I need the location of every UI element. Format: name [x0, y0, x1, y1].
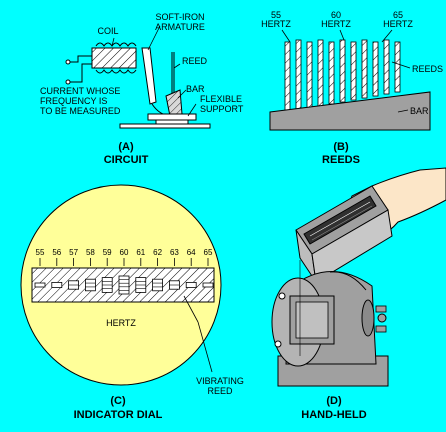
dial-hertz-label: HERTZ — [106, 318, 136, 328]
panel-a-circuit: COIL SOFT-IRON ARMATURE REED BAR FLEXIBL… — [40, 12, 244, 166]
hz65-unit: HERTZ — [383, 19, 413, 29]
scale-tick-label: 56 — [52, 248, 61, 257]
scale-tick-label: 59 — [103, 248, 112, 257]
reed-1 — [295, 39, 302, 111]
meter-face — [311, 209, 393, 283]
motor-shaft — [377, 313, 387, 323]
reed-2 — [306, 41, 313, 109]
current-label-3: TO BE MEASURED — [40, 106, 121, 116]
coil-drawing — [91, 42, 137, 74]
vibrating-label-2: REED — [207, 386, 233, 396]
reed-6 — [350, 41, 357, 101]
terminal-top — [65, 59, 71, 65]
current-label-1: CURRENT WHOSE — [40, 86, 120, 96]
motor-drawing — [271, 260, 389, 387]
scale-tick-label: 61 — [136, 248, 145, 257]
panel-d-letter: (D) — [326, 395, 342, 407]
hz55-number: 55 — [271, 10, 281, 20]
armature-label-1: SOFT-IRON — [156, 12, 205, 22]
terminal-bottom — [65, 79, 71, 85]
hz65-number: 65 — [393, 10, 403, 20]
reed-4 — [328, 41, 335, 105]
support-label-1: FLEXIBLE — [200, 94, 242, 104]
hz60-unit: HERTZ — [321, 19, 351, 29]
dial-reed-end — [85, 278, 96, 292]
bar-drawing — [165, 89, 183, 117]
reed-5 — [339, 39, 346, 103]
coil-wire-top — [70, 55, 92, 63]
soft-iron-armature — [141, 47, 157, 105]
meter-window — [303, 195, 377, 245]
scale-tick-label: 63 — [170, 248, 179, 257]
scale-tick-label: 55 — [36, 248, 45, 257]
scale-tick-label: 58 — [86, 248, 95, 257]
dial-reed-end — [118, 275, 130, 295]
panel-c-indicator-dial: 55 56 57 58 59 60 61 62 63 64 65 HERTZ VIBRATING R… — [20, 184, 244, 421]
dial-reed-end — [185, 281, 197, 288]
reeds-label: REEDS — [412, 64, 443, 74]
dial-reed-end — [34, 282, 46, 288]
panel-b-letter: (B) — [333, 141, 349, 153]
panel-d-title: HAND-HELD — [301, 409, 366, 421]
panel-a-title: CIRCUIT — [104, 154, 149, 166]
dial-reed-ends — [34, 275, 214, 295]
panel-c-title: INDICATOR DIAL — [74, 409, 163, 421]
coil-wire-bottom — [70, 63, 92, 83]
reed-8 — [372, 41, 379, 97]
armature-label-2: ARMATURE — [155, 22, 205, 32]
hz60-number: 60 — [331, 10, 341, 20]
reed-10 — [394, 41, 401, 93]
panel-c-letter: (C) — [110, 395, 126, 407]
reed-0 — [284, 41, 291, 113]
scale-tick-label: 64 — [187, 248, 196, 257]
vibrating-label-1: VIBRATING — [196, 376, 244, 386]
reed-3 — [317, 39, 324, 107]
dial-scale: 55 56 57 58 59 60 61 62 63 64 65 — [36, 248, 213, 266]
reed-9 — [383, 39, 390, 95]
scale-tick-label: 60 — [120, 248, 129, 257]
reed-bar — [269, 91, 431, 131]
scale-tick-label: 57 — [69, 248, 78, 257]
dial-reed-end — [202, 282, 214, 288]
panel-a-letter: (A) — [118, 141, 134, 153]
coil-label: COIL — [97, 26, 118, 36]
current-label-2: FREQUENCY IS — [40, 96, 107, 106]
scale-tick-label: 62 — [153, 248, 162, 257]
dial-reed-end — [152, 278, 164, 292]
panel-b-reeds: 55 HERTZ 60 HERTZ 65 HERTZ REEDS BAR (B)… — [261, 10, 443, 166]
scale-tick-label: 65 — [204, 248, 213, 257]
reed-label: REED — [182, 56, 208, 66]
dial-reed-end — [51, 281, 63, 288]
panel-b-title: REEDS — [322, 154, 360, 166]
bar-label: BAR — [186, 84, 205, 94]
support-label-2: SUPPORT — [200, 104, 244, 114]
reed-7 — [361, 39, 368, 99]
hz55-unit: HERTZ — [261, 19, 291, 29]
bar-label-b: BAR — [410, 106, 429, 116]
panel-d-hand-held: (D) HAND-HELD — [271, 167, 446, 421]
